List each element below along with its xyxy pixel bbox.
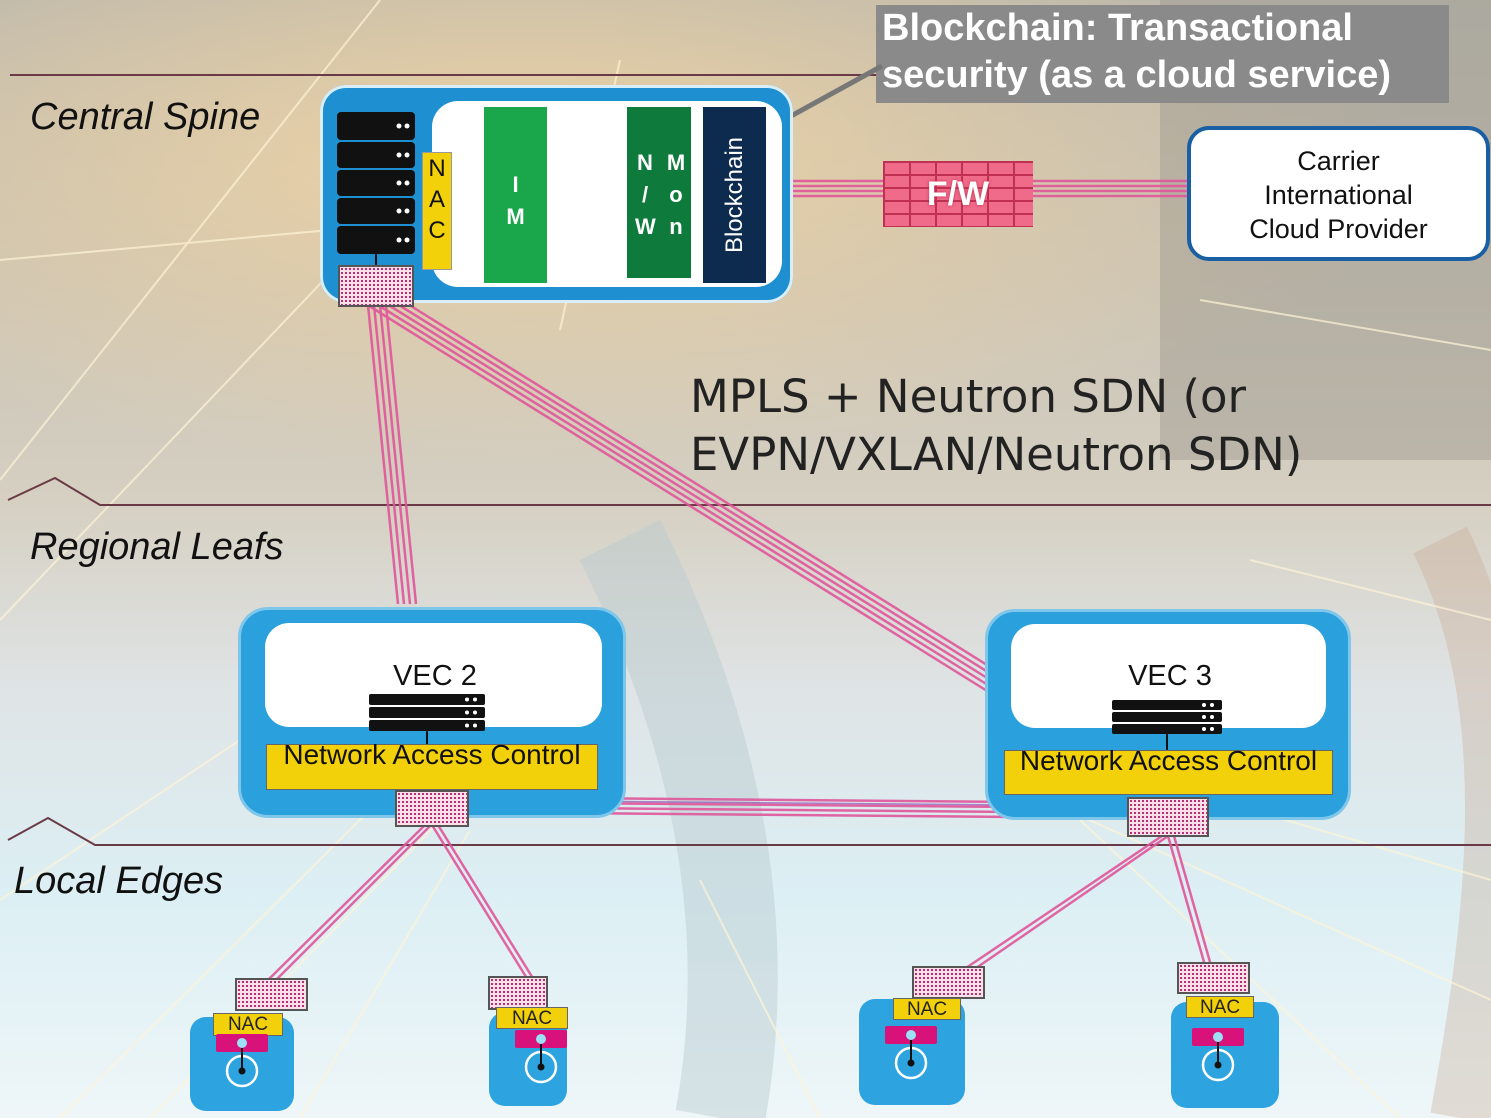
network-label-line: MPLS + Neutron SDN (or	[690, 370, 1247, 423]
blockchain-service-block: Blockchain	[703, 107, 766, 283]
nac-letter: N	[428, 155, 446, 182]
tier-label-central: Central Spine	[30, 96, 261, 138]
edge-sensor-dot	[1213, 1032, 1223, 1042]
edge-port	[488, 976, 548, 1010]
vec3-server-icon	[1112, 700, 1224, 757]
nw-letter: W	[635, 214, 656, 239]
edge-port	[912, 966, 985, 999]
im-service-block: I M	[484, 107, 547, 283]
mon-letter: M	[666, 150, 686, 175]
edge-dial-hub	[238, 1067, 246, 1075]
spark-ray	[0, 0, 381, 481]
edge-sensor-dot	[237, 1038, 247, 1048]
im-letter: M	[506, 204, 525, 229]
firewall: F/W	[883, 161, 1033, 227]
edge-device	[1171, 1002, 1279, 1108]
tier-label-local: Local Edges	[14, 860, 224, 902]
carrier-cloud-provider: Carrier International Cloud Provider	[1187, 126, 1490, 261]
vec3-nac-label: Network Access Control	[1019, 745, 1318, 776]
edge-sensor-dot	[906, 1030, 916, 1040]
edge-nac-label: NAC	[496, 1007, 568, 1029]
im-letter: I	[512, 172, 519, 197]
nw-mon-service-block: N / W M o n	[627, 107, 691, 278]
vec3-inner	[1011, 624, 1326, 728]
vec2-nac-label: Network Access Control	[283, 739, 581, 770]
vec2-port	[395, 790, 469, 827]
nac-letter: A	[428, 186, 445, 213]
edge-dial-hub	[537, 1063, 545, 1071]
spark-ray	[59, 759, 421, 1118]
edge-nac-label: NAC	[1186, 996, 1254, 1018]
blockchain-callout: Blockchain: Transactional security (as a…	[876, 5, 1449, 103]
vec2-nac-bar: Network Access Control	[266, 739, 598, 790]
spine-nac-block: N A C	[422, 152, 452, 270]
vec2-server-icon	[369, 694, 487, 753]
edge-dial-hub	[1214, 1061, 1222, 1069]
vec3-title: VEC 3	[1128, 660, 1212, 692]
nac-letter: C	[428, 217, 446, 244]
vec3-port	[1127, 797, 1209, 837]
tier-label-regional: Regional Leafs	[30, 526, 284, 568]
spine-port	[338, 265, 414, 307]
spark-ray	[699, 879, 821, 1118]
nw-letter: N	[637, 150, 653, 175]
mon-letter: o	[669, 182, 683, 207]
edge-sensor-dot	[536, 1034, 546, 1044]
spark-ray	[299, 829, 471, 1118]
server-stack-icon	[337, 112, 417, 277]
nw-letter: /	[641, 182, 649, 207]
mon-letter: n	[669, 214, 683, 239]
edge-nac-label: NAC	[893, 998, 961, 1020]
spark-ray	[0, 229, 331, 261]
carrier-line: Carrier	[1297, 146, 1380, 176]
spark-ray	[1249, 559, 1491, 621]
vec3-nac-bar: Network Access Control	[1004, 745, 1333, 795]
edge-dial-hub	[907, 1059, 915, 1067]
spark-ray	[1199, 299, 1491, 351]
network-technology-label: MPLS + Neutron SDN (or EVPN/VXLAN/Neutro…	[690, 368, 1302, 484]
network-label-line: EVPN/VXLAN/Neutron SDN)	[690, 428, 1303, 481]
edge-port	[1177, 962, 1250, 994]
vec2-title: VEC 2	[393, 660, 477, 692]
edge-port	[235, 978, 308, 1011]
carrier-line: Cloud Provider	[1249, 214, 1428, 244]
carrier-line: International	[1264, 180, 1413, 210]
